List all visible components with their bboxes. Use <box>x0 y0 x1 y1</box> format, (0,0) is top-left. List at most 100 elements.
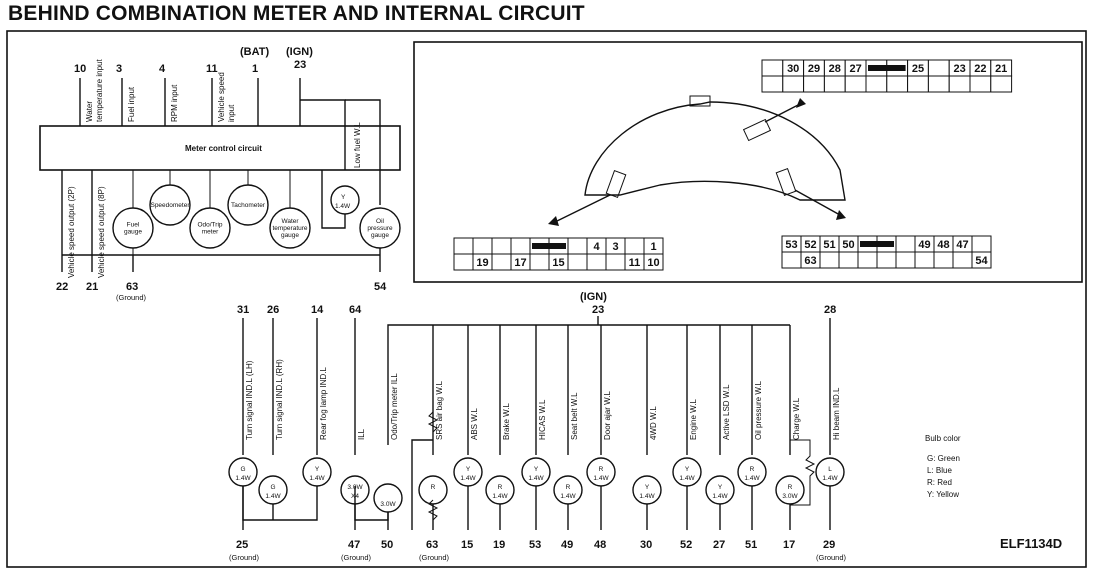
meter-cluster-outline <box>548 95 846 226</box>
ground-pin-63: 63 <box>126 281 138 293</box>
output-pin-22: 22 <box>56 281 68 293</box>
indicator-bottom-pin-27: 27 <box>713 539 725 551</box>
ign-bus-lower <box>387 324 790 445</box>
indicator-bulb-watt-16: 1.4W <box>822 475 838 482</box>
connector-lock <box>532 243 566 249</box>
connector-lock <box>868 65 906 71</box>
indicator-label-14: Oil pressure W.L <box>754 380 763 440</box>
connector-pin-29: 29 <box>808 63 820 75</box>
arrow-left <box>554 194 611 223</box>
connector-cell <box>586 253 607 271</box>
indicator-bulb-color-8: Y <box>534 466 539 473</box>
connector-cell <box>529 253 550 271</box>
connector-cell <box>927 75 950 93</box>
connector-pin-19: 19 <box>476 257 488 269</box>
srs-resistor <box>427 411 439 433</box>
connector-cell <box>491 253 512 271</box>
connector-cell <box>567 253 588 271</box>
input-label-3: Fuel input <box>127 86 136 122</box>
indicator-ground-label: (Ground) <box>229 553 260 562</box>
connector-cell <box>990 75 1013 93</box>
connector-cell <box>643 253 664 271</box>
connector-cell <box>933 251 954 269</box>
indicator-top-pin-14: 14 <box>311 304 324 316</box>
gauge-label-3: Tachometer <box>231 202 266 209</box>
indicator-bulb-color-15: R <box>788 484 793 491</box>
cluster-outline <box>584 101 846 201</box>
connector-pin-54: 54 <box>975 255 988 267</box>
input-label-4: RPM input <box>170 84 179 122</box>
indicator-bulb-watt-4: 3.0W <box>380 501 396 508</box>
connector-cell <box>605 253 626 271</box>
connector-cell <box>782 75 805 93</box>
indicator-label-10: Door ajar W.L <box>603 391 612 440</box>
indicator-ground-label: (Ground) <box>816 553 847 562</box>
connector-cell <box>823 75 846 93</box>
connector-pin-3: 3 <box>612 241 618 253</box>
connector-slot-left <box>605 170 627 198</box>
indicator-bulb-watt-7: 1.4W <box>492 493 508 500</box>
indicator-bulb-watt-9: 1.4W <box>560 493 576 500</box>
indicator-label-8: HICAS W.L <box>538 399 547 440</box>
ill-ground <box>354 486 389 521</box>
connector-pin-27: 27 <box>849 63 861 75</box>
indicator-label-3: ILL <box>357 428 366 440</box>
connector-cell <box>876 251 897 269</box>
ign-pin-lower: 23 <box>592 304 604 316</box>
lower-ground-left <box>242 486 318 521</box>
indicator-bottom-pin-19: 19 <box>493 539 505 551</box>
connector-cell <box>907 75 929 93</box>
low-fuel-bulb-color: Y <box>341 194 346 201</box>
arrowhead-top <box>796 98 806 108</box>
connector-cell <box>865 75 888 93</box>
charge-resistor <box>790 439 816 506</box>
gauge-label-4: gauge <box>281 232 299 239</box>
low-fuel-return <box>321 170 346 229</box>
legend-item-1: L: Blue <box>927 466 952 475</box>
indicator-bottom-pin-53: 53 <box>529 539 541 551</box>
indicator-bulb-color-2: Y <box>315 466 320 473</box>
odo-bypass <box>411 439 433 530</box>
connector-cell <box>803 75 825 93</box>
gauge-label-4: temperature <box>272 225 307 232</box>
output-label-22: Vehicle speed output (2P) <box>67 186 76 278</box>
legend-title: Bulb color <box>925 434 961 443</box>
indicator-label-2: Rear fog lamp IND.L <box>319 367 328 440</box>
indicator-bulb-watt-15: 3.0W <box>782 493 798 500</box>
connector-cell <box>491 237 512 255</box>
outer-frame <box>6 30 1087 568</box>
indicator-bulb-color-7: R <box>498 484 503 491</box>
ign-label-lower: (IGN) <box>580 291 607 303</box>
bat-label: (BAT) <box>240 46 269 58</box>
indicator-label-11: 4WD W.L <box>649 406 658 440</box>
connector-pin-28: 28 <box>829 63 841 75</box>
connector-cell <box>624 237 645 255</box>
gauge-label-2: meter <box>202 229 219 236</box>
input-pin-23: 23 <box>294 59 306 71</box>
indicator-bulb-color-1: G <box>270 484 275 491</box>
indicator-label-6: ABS W.L <box>470 407 479 440</box>
indicator-bulb-watt-6: 1.4W <box>460 475 476 482</box>
output-pin-21: 21 <box>86 281 98 293</box>
legend-item-3: Y: Yellow <box>927 490 959 499</box>
gauge-label-5: pressure <box>367 225 393 232</box>
indicator-bottom-pin-30: 30 <box>640 539 652 551</box>
diagram-code: ELF1134D <box>1000 536 1062 551</box>
connector-cell <box>895 235 916 253</box>
input-label-10: Water <box>85 101 94 122</box>
indicator-label-7: Brake W.L <box>502 403 511 440</box>
input-pin-1: 1 <box>252 63 258 75</box>
arrowhead-left <box>548 216 559 226</box>
indicator-label-5: SRS air bag W.L <box>435 380 444 440</box>
indicator-bottom-pin-52: 52 <box>680 539 692 551</box>
connector-pin-48: 48 <box>937 239 949 251</box>
connector-pin-1: 1 <box>650 241 656 253</box>
indicator-bulb-color-11: Y <box>645 484 650 491</box>
gauge-2 <box>189 207 231 249</box>
connector-cell <box>453 237 474 255</box>
connector-pin-4: 4 <box>593 241 600 253</box>
indicator-bulb-color-12: Y <box>685 466 690 473</box>
connector-pin-52: 52 <box>804 239 816 251</box>
indicator-label-9: Seat belt W.L <box>570 392 579 440</box>
